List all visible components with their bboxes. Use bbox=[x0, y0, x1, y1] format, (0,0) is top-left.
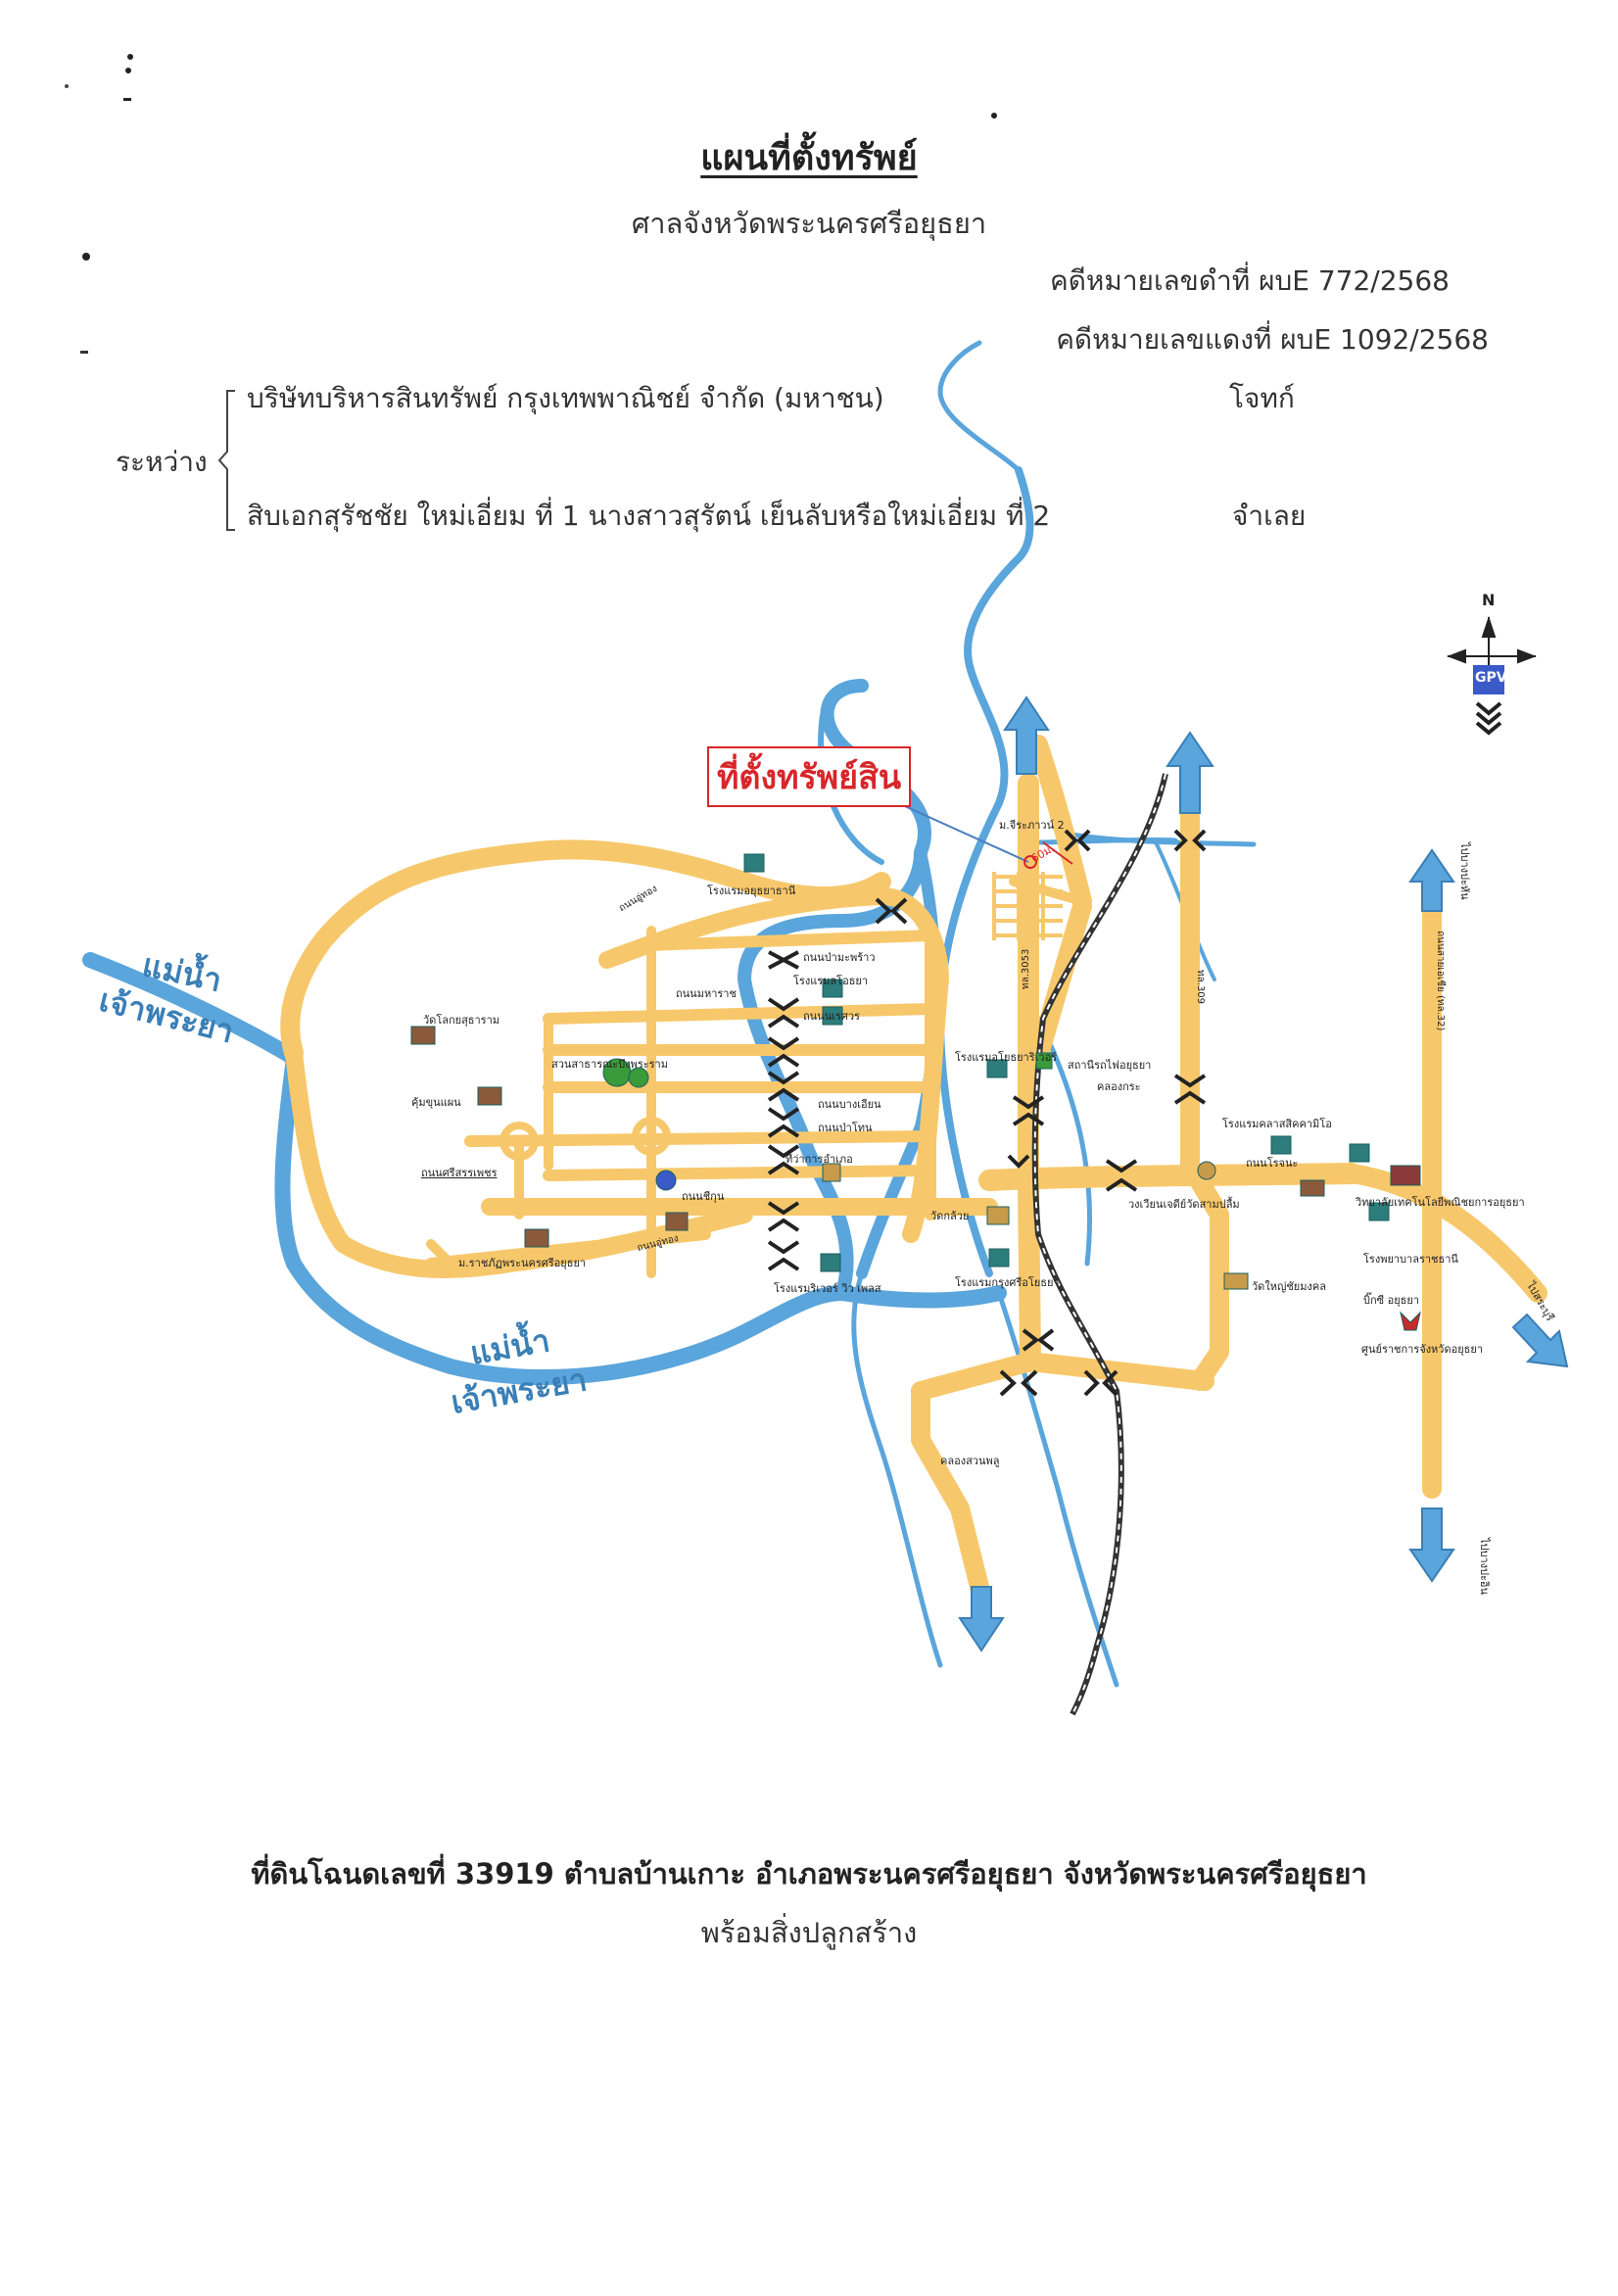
label-highway-32: ถนนสายเอเชีย (ทล.32) bbox=[1435, 931, 1446, 1031]
roundabout-1 bbox=[500, 1122, 539, 1161]
roundabout-2 bbox=[632, 1117, 671, 1156]
pa-sak-river bbox=[936, 466, 1034, 1277]
label-road-naresuan: ถนนนเรศวร bbox=[803, 1010, 860, 1023]
road-south bbox=[1021, 1352, 1214, 1391]
label-road-mahathat: ถนนมหาราช bbox=[676, 987, 737, 1000]
label-hotel-ayothaya: โรงแรมอโยธยาริเวอร์ bbox=[955, 1051, 1058, 1064]
map-title: แผนที่ตั้งทรัพย์ bbox=[700, 138, 918, 178]
label-city-hall: ที่ว่าการอำเภอ bbox=[785, 1153, 853, 1166]
plaintiff-name: บริษัทบริหารสินทรัพย์ กรุงเทพพาณิชย์ จำก… bbox=[247, 382, 884, 414]
defendant-role: จำเลย bbox=[1232, 500, 1307, 532]
label-road-pa-thon: ถนนป่าโทน bbox=[818, 1122, 873, 1134]
label-road-chikun: ถนนชีกุน bbox=[682, 1190, 725, 1203]
label-khum-khunphaen: คุ้มขุนแผน bbox=[411, 1096, 461, 1109]
label-to-bang-pa-in: ไปบางปะอิน bbox=[1478, 1538, 1491, 1596]
property-grid bbox=[992, 872, 1063, 940]
bracket bbox=[217, 390, 235, 531]
defendant-name: สิบเอกสุรัชชัย ใหม่เอี่ยม ที่ 1 นางสาวสุ… bbox=[247, 500, 1051, 532]
landmark-icons bbox=[410, 853, 1421, 1331]
road-west-tail bbox=[426, 1239, 455, 1268]
label-tech-college: วิทยาลัยเทคโนโลยีพณิชยการอยุธยา bbox=[1356, 1196, 1525, 1209]
title-deed-description: ที่ดินโฉนดเลขที่ 33919 ตำบลบ้านเกาะ อำเภ… bbox=[251, 1857, 1367, 1890]
label-park: สวนสาธารณะบึงพระราม bbox=[551, 1058, 668, 1071]
label-rajabhat: ม.ราชภัฏพระนครศรีอยุธยา bbox=[458, 1257, 587, 1269]
between-label: ระหว่าง bbox=[116, 446, 208, 478]
road-southwest bbox=[911, 1352, 1040, 1597]
compass bbox=[1447, 615, 1537, 736]
label-hotel-river-view: โรงแรมริเวอร์ วิว เพลส bbox=[774, 1282, 881, 1295]
road-309 bbox=[1018, 773, 1041, 1372]
arrow-north-2 bbox=[1166, 731, 1214, 814]
ring-road bbox=[280, 839, 891, 1063]
canal-top bbox=[1035, 837, 1178, 845]
canal-north bbox=[937, 340, 1022, 473]
label-route-309: ทล.309 bbox=[1195, 970, 1206, 1004]
inner-road-2 bbox=[543, 1003, 936, 1025]
inner-road-7 bbox=[425, 1228, 711, 1269]
label-road-rojana: ถนนโรจนะ bbox=[1246, 1157, 1299, 1170]
compass-north-letter: N bbox=[1482, 591, 1496, 609]
arrow-north-east bbox=[1408, 848, 1455, 912]
label-big-c: บิ๊กซี อยุธยา bbox=[1363, 1294, 1419, 1307]
label-to-bang-pahan: ไปบางปะหัน bbox=[1458, 842, 1471, 900]
label-phrae-pracha: คลองสวนพลู bbox=[940, 1455, 1000, 1467]
arrow-south-east bbox=[1408, 1507, 1455, 1583]
label-road-si-sanphet: ถนนศรีสรรเพชร bbox=[421, 1167, 498, 1179]
bridge-markers bbox=[767, 829, 1207, 1397]
compass-logo: GPV bbox=[1475, 670, 1507, 686]
road-rojana bbox=[978, 1163, 1362, 1191]
label-road-bang-ian: ถนนบางเอียน bbox=[818, 1098, 881, 1111]
canal-east-2 bbox=[1035, 1016, 1093, 1267]
arrow-south-west bbox=[958, 1586, 1005, 1652]
road-rojana-east bbox=[1342, 1164, 1547, 1303]
label-hotel-ayutthaya-thani: โรงแรมอยุธยาธานี bbox=[707, 885, 796, 897]
label-wongwian: วงเวียนเจดีย์วัดสามปลื้ม bbox=[1128, 1198, 1240, 1211]
label-gov-center: ศูนย์ราชการจังหวัดอยุธยา bbox=[1361, 1343, 1484, 1356]
label-village-2: ม.จีระภาวน์ 2 bbox=[999, 819, 1065, 832]
roads bbox=[280, 735, 1547, 1597]
black-case-number: คดีหมายเลขดำที่ ผบE 772/2568 bbox=[1050, 264, 1450, 297]
arrow-north-1 bbox=[1003, 695, 1050, 775]
road-north-diag bbox=[1028, 735, 1092, 911]
label-wat-yai: วัดใหญ่ชัยมงคล bbox=[1252, 1280, 1326, 1293]
canal-south bbox=[996, 1290, 1119, 1688]
red-case-number: คดีหมายเลขแดงที่ ผบE 1092/2568 bbox=[1056, 323, 1489, 356]
inner-road-1 bbox=[641, 930, 936, 951]
buildings-note: พร้อมสิ่งปลูกสร้าง bbox=[700, 1916, 918, 1949]
label-hotel-lotus: โรงแรมลโอธยา bbox=[793, 975, 869, 987]
label-wat-kluai: วัดกล้วย bbox=[930, 1210, 970, 1222]
label-station: สถานีรถไฟอยุธยา bbox=[1068, 1059, 1152, 1072]
inner-road-6 bbox=[543, 1165, 936, 1181]
label-hotel-krungsri: โรงแรมกรุงศรีอโยธยา bbox=[955, 1276, 1060, 1289]
canal-sw bbox=[851, 1270, 943, 1668]
label-route-3053: ทล.3053 bbox=[1021, 948, 1031, 989]
label-road-pamaphrao: ถนนป่ามะพร้าว bbox=[803, 951, 876, 964]
court-name: ศาลจังหวัดพระนครศรีอยุธยา bbox=[631, 207, 987, 240]
road-asia-vertical bbox=[1180, 764, 1229, 1391]
label-wat-lokaya: วัดโลกยสุธาราม bbox=[423, 1014, 500, 1027]
arrow-southeast bbox=[1511, 1313, 1569, 1368]
inner-road-5 bbox=[464, 1130, 936, 1147]
label-hotel-centara: โรงแรมคลาสสิคคามิโอ bbox=[1222, 1118, 1332, 1130]
property-location-label: ที่ตั้งทรัพย์สิน bbox=[707, 746, 912, 807]
label-hospital: โรงพยาบาลราชธานี bbox=[1363, 1253, 1458, 1266]
label-khlong: คลองกระ bbox=[1097, 1080, 1141, 1093]
direction-arrows bbox=[958, 695, 1569, 1652]
plaintiff-role: โจทก์ bbox=[1229, 382, 1295, 414]
railway bbox=[1031, 773, 1168, 1716]
